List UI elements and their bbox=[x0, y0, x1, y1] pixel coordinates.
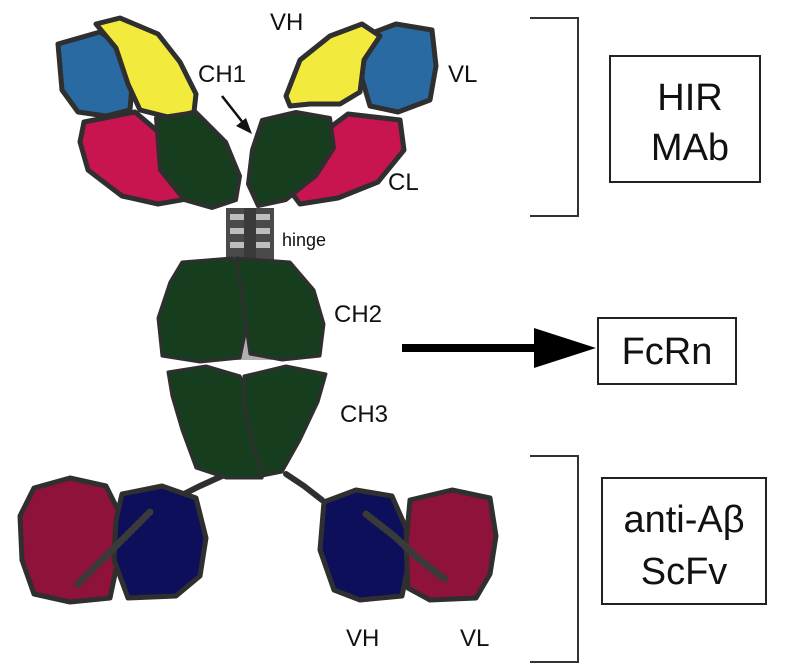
scfv-right-vl-domain bbox=[403, 487, 499, 603]
label-vh-top: VH bbox=[270, 9, 303, 36]
scfv-right-linker bbox=[362, 510, 450, 584]
scfv-left-linker bbox=[74, 508, 154, 588]
box-scfv-line2: ScFv bbox=[641, 551, 728, 593]
box-hir-mab: HIR MAb bbox=[609, 55, 761, 183]
ch1-pointer-line bbox=[221, 95, 245, 125]
box-scfv-line1: anti-Aβ bbox=[623, 499, 744, 541]
ch2-left-domain bbox=[156, 256, 252, 364]
bracket-hir-mab bbox=[530, 17, 579, 217]
ch1-pointer-arrowhead bbox=[236, 118, 252, 134]
label-cl: CL bbox=[388, 169, 419, 196]
box-anti-abeta-scfv: anti-Aβ ScFv bbox=[601, 477, 767, 605]
fcrn-arrow-head bbox=[534, 328, 596, 368]
box-fcrn-text: FcRn bbox=[622, 331, 713, 373]
linker-right bbox=[283, 471, 325, 503]
label-vh-bottom: VH bbox=[346, 625, 379, 652]
bracket-scfv bbox=[530, 455, 579, 663]
ch2-right-domain bbox=[234, 256, 326, 362]
box-hir-mab-line1: HIR bbox=[657, 77, 722, 119]
box-fcrn: FcRn bbox=[597, 317, 737, 385]
ch1-right-domain bbox=[246, 110, 336, 208]
box-hir-mab-line2: MAb bbox=[651, 127, 729, 169]
label-vl-bottom: VL bbox=[460, 625, 489, 652]
scfv-left-vl-domain bbox=[17, 475, 123, 605]
vh-right-domain bbox=[283, 21, 383, 109]
label-ch3: CH3 bbox=[340, 401, 388, 428]
label-vl-top: VL bbox=[448, 61, 477, 88]
label-ch2: CH2 bbox=[334, 301, 382, 328]
scfv-right-vh-domain bbox=[317, 487, 411, 603]
hinge-region bbox=[226, 208, 274, 262]
scfv-left-vh-domain bbox=[111, 483, 209, 601]
label-hinge: hinge bbox=[282, 230, 326, 250]
ch1-left-domain bbox=[154, 110, 242, 210]
ch3-right-domain bbox=[242, 364, 328, 478]
label-ch1: CH1 bbox=[198, 61, 246, 88]
